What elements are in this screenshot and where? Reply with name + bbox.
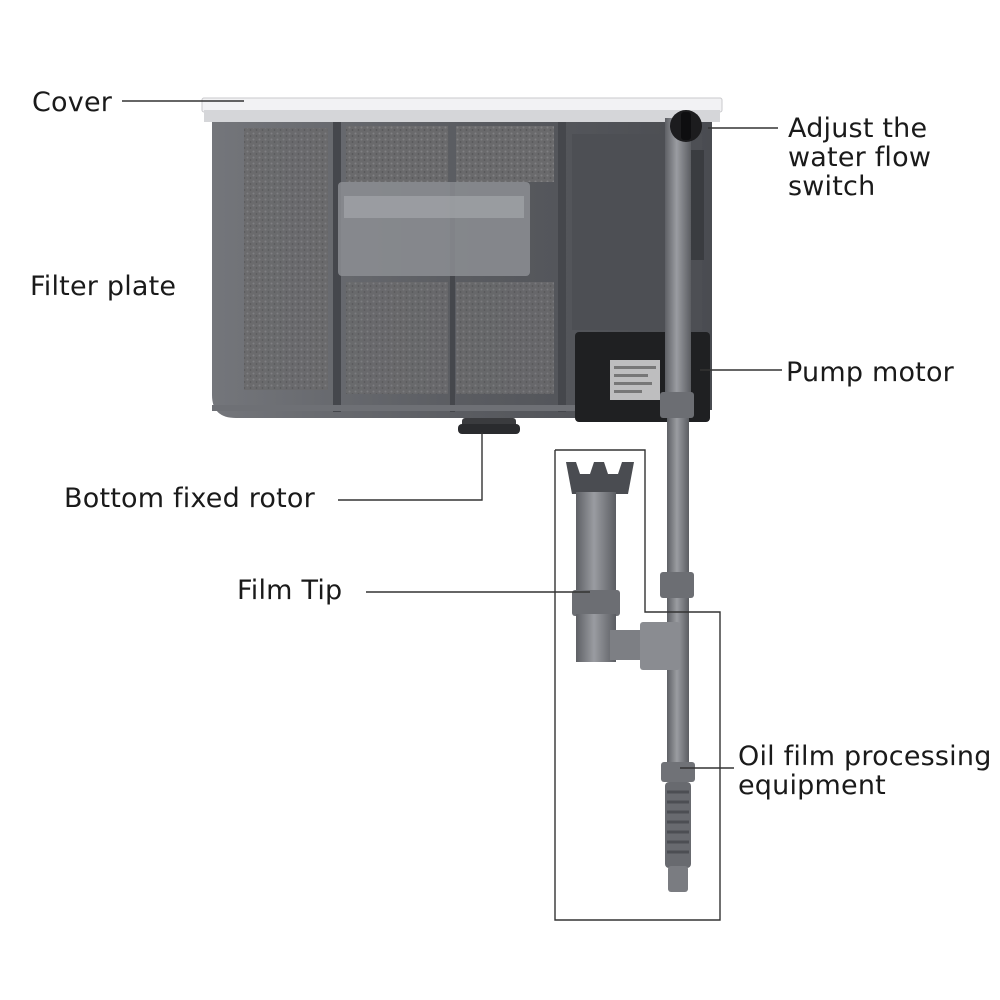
divider-1 xyxy=(333,122,341,412)
filter-tank xyxy=(212,120,712,418)
outlet-pipe xyxy=(660,118,695,782)
label-film-tip: Film Tip xyxy=(237,575,343,606)
divider-3 xyxy=(558,122,566,412)
label-oil-film-line1: Oil film processing xyxy=(738,741,992,772)
label-adjust-switch-line3: switch xyxy=(788,171,876,202)
sponge-top-b xyxy=(456,126,554,182)
label-oil-film-line2: equipment xyxy=(738,770,886,801)
sponge-bottom-a xyxy=(346,282,448,394)
bottom-rotor xyxy=(458,418,520,434)
sponge-top-a xyxy=(346,126,448,182)
label-adjust-switch-line1: Adjust the xyxy=(788,113,928,144)
leader-lines xyxy=(122,100,782,769)
divider-2 xyxy=(450,182,455,412)
label-filter-plate: Filter plate xyxy=(30,271,177,302)
cover xyxy=(201,97,723,122)
film-skimmer xyxy=(566,462,680,670)
flow-knob xyxy=(670,110,702,142)
intake-strainer xyxy=(665,782,691,892)
label-bottom-fixed-rotor: Bottom fixed rotor xyxy=(64,483,315,514)
label-cover: Cover xyxy=(32,87,113,118)
label-pump-motor: Pump motor xyxy=(786,357,954,388)
leader-bottom-rotor xyxy=(338,432,483,501)
sponge-left xyxy=(244,128,328,390)
label-adjust-switch-line2: water flow xyxy=(788,142,932,173)
skimmer-highlight-frame xyxy=(554,449,721,921)
sponge-bottom-b xyxy=(456,282,554,394)
